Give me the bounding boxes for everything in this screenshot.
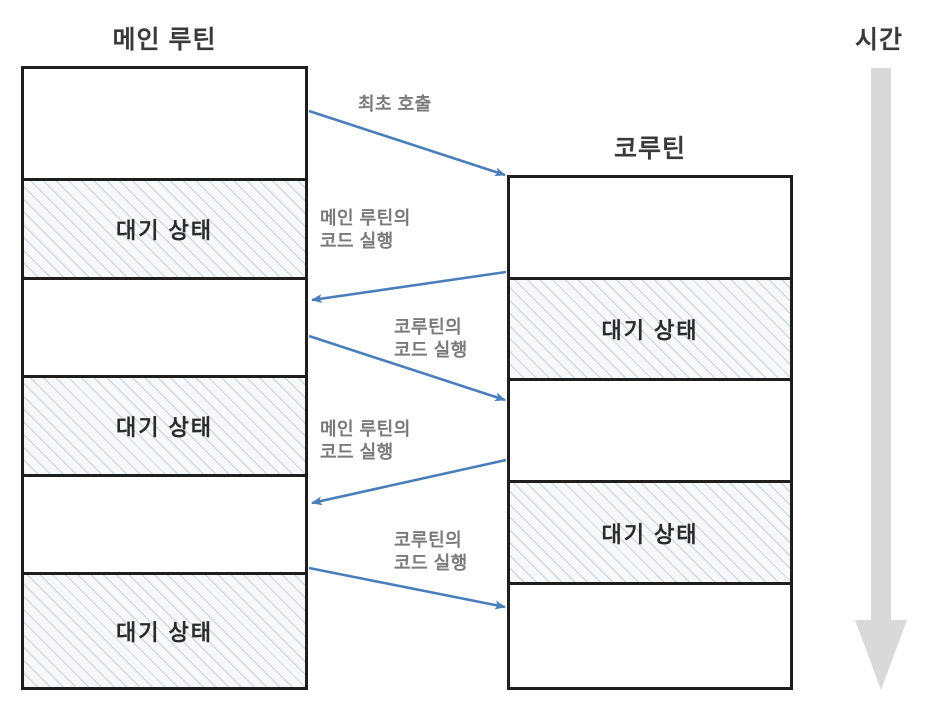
coroutine-cell-3[interactable] — [510, 378, 790, 480]
transition-arrow-2 — [311, 270, 507, 304]
coroutine-cell-4[interactable]: 대기 상태 — [510, 480, 790, 582]
coroutine-title: 코루틴 — [613, 135, 686, 163]
main-routine-cell-5[interactable] — [24, 474, 305, 572]
transition-arrow-4 — [311, 458, 507, 506]
time-axis-label: 시간 — [855, 26, 904, 54]
main-routine-column: 대기 상태 대기 상태 대기 상태 — [21, 66, 308, 690]
transition-label-4: 메인 루틴의 코드 실행 — [320, 419, 411, 463]
main-routine-cell-2[interactable]: 대기 상태 — [24, 178, 305, 277]
coroutine-cell-5[interactable] — [510, 582, 790, 687]
time-arrow-icon — [855, 68, 907, 690]
main-routine-title: 메인 루틴 — [112, 26, 217, 54]
main-routine-cell-6-label: 대기 상태 — [115, 620, 214, 645]
main-routine-cell-4-label: 대기 상태 — [115, 415, 214, 440]
coroutine-cell-2[interactable]: 대기 상태 — [510, 277, 790, 378]
main-routine-cell-2-label: 대기 상태 — [115, 218, 214, 243]
transition-arrow-1 — [308, 109, 506, 177]
coroutine-cell-4-label: 대기 상태 — [601, 521, 699, 547]
main-routine-cell-3[interactable] — [24, 277, 305, 375]
coroutine-column: 대기 상태 대기 상태 — [507, 175, 793, 690]
transition-label-3: 코루틴의 코드 실행 — [394, 317, 468, 361]
main-routine-cell-6[interactable]: 대기 상태 — [24, 572, 305, 687]
coroutine-cell-2-label: 대기 상태 — [601, 318, 699, 343]
main-routine-cell-1[interactable] — [24, 69, 305, 178]
transition-label-5: 코루틴의 코드 실행 — [394, 530, 468, 574]
main-routine-cell-4[interactable]: 대기 상태 — [24, 375, 305, 474]
transition-label-1: 최초 호출 — [358, 94, 432, 114]
transition-label-2: 메인 루틴의 코드 실행 — [320, 208, 411, 252]
coroutine-cell-1[interactable] — [510, 178, 790, 277]
